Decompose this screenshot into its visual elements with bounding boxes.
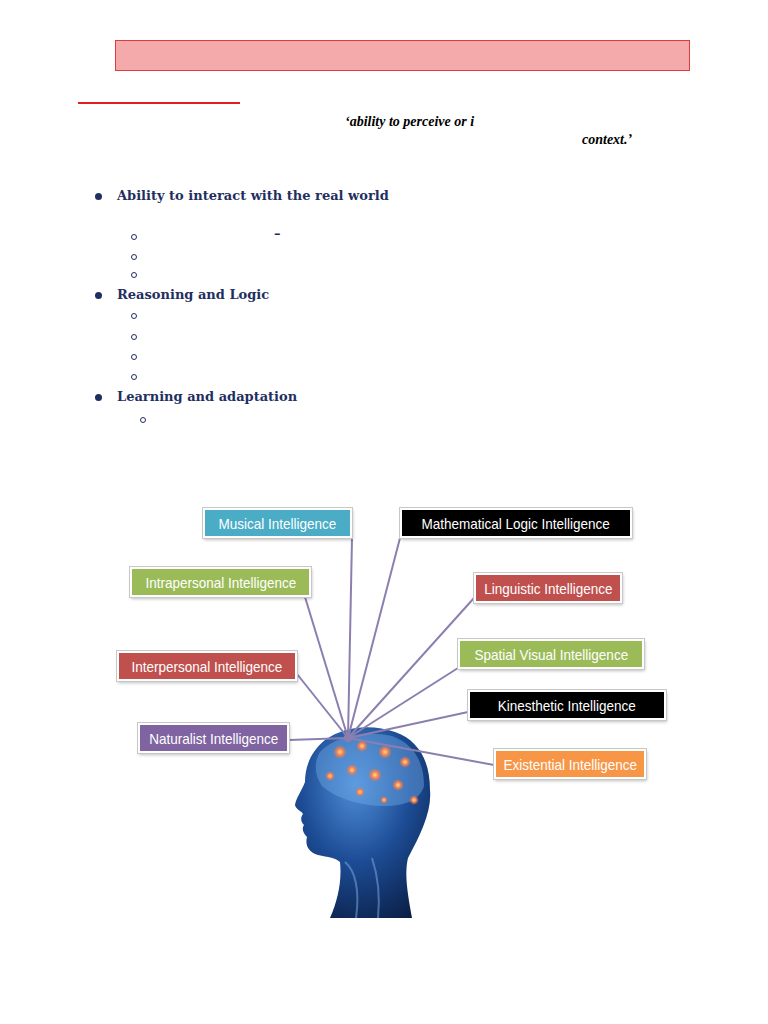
intelligence-box: Kinesthetic Intelligence <box>468 690 666 720</box>
intelligence-box: Musical Intelligence <box>203 508 352 538</box>
intelligence-box: Existential Intelligence <box>494 749 646 779</box>
heading-underline <box>78 102 240 104</box>
sub-bullet <box>131 272 137 278</box>
box-label: Spatial Visual Intelligence <box>474 646 628 663</box>
intelligence-box: Mathematical Logic Intelligence <box>400 508 632 538</box>
sub-bullet <box>131 334 137 340</box>
sub-bullet <box>131 234 137 240</box>
box-label: Musical Intelligence <box>219 515 337 532</box>
bullet-dot <box>95 394 102 401</box>
box-label: Naturalist Intelligence <box>149 730 278 747</box>
quote-text: ‘ability to perceive or i <box>345 114 474 130</box>
quote-text: context.’ <box>582 132 632 148</box>
bullet-heading: Learning and adaptation <box>117 389 297 405</box>
box-label: Linguistic Intelligence <box>484 580 612 597</box>
box-label: Existential Intelligence <box>503 756 637 773</box>
intelligence-box: Intrapersonal Intelligence <box>130 567 311 597</box>
dash-mark: – <box>274 226 281 242</box>
sub-bullet <box>131 313 137 319</box>
intelligence-box: Linguistic Intelligence <box>474 573 622 603</box>
sub-bullet <box>140 417 146 423</box>
bullet-heading: Ability to interact with the real world <box>117 188 389 204</box>
box-label: Mathematical Logic Intelligence <box>422 515 610 532</box>
bullet-heading: Reasoning and Logic <box>117 287 269 303</box>
header-bar <box>115 40 690 71</box>
sub-bullet <box>131 354 137 360</box>
box-label: Interpersonal Intelligence <box>132 658 283 675</box>
sub-bullet <box>131 254 137 260</box>
intelligence-box: Interpersonal Intelligence <box>117 651 297 681</box>
box-label: Intrapersonal Intelligence <box>145 574 296 591</box>
intelligence-box: Naturalist Intelligence <box>138 723 289 753</box>
sub-bullet <box>131 374 137 380</box>
bullet-dot <box>95 193 102 200</box>
intelligence-box: Spatial Visual Intelligence <box>458 639 644 669</box>
bullet-dot <box>95 292 102 299</box>
box-label: Kinesthetic Intelligence <box>498 697 636 714</box>
